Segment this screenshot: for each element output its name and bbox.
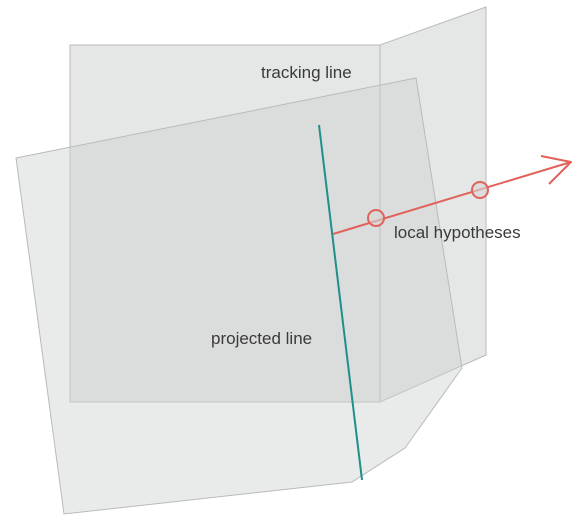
projected-line-label: projected line	[211, 329, 312, 348]
hypothesis-circle	[471, 181, 489, 199]
front-plane	[15, 77, 463, 515]
local-hypotheses-label: local hypotheses	[394, 223, 521, 242]
hypothesis-circle	[367, 209, 385, 227]
projected-line	[318, 124, 363, 481]
tracking-line-label: tracking line	[261, 63, 352, 82]
